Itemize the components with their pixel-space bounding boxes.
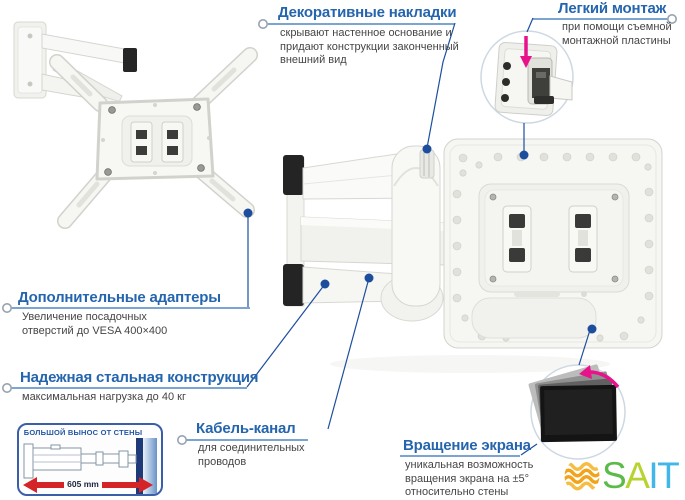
reach-diagram-title: БОЛЬШОЙ ВЫНОС ОТ СТЕНЫ (23, 428, 143, 437)
connector-lines (246, 17, 591, 456)
callout-easy-mount-description: при помощи съемной монтажной пластины (562, 21, 672, 47)
logo-letter-s: S (602, 455, 627, 496)
mount-detail-inset (480, 30, 574, 124)
callout-steel-description: максимальная нагрузка до 40 кг (22, 391, 186, 403)
logo-letter-a: A (625, 455, 650, 496)
callout-marker-circles (2, 14, 677, 445)
callout-steel-title: Надежная стальная конструкция (20, 369, 259, 386)
rotation-arrow-icon (579, 365, 620, 389)
callout-cable-description: для соединительных проводов (198, 442, 305, 468)
logo-letters-it: IT (648, 455, 679, 496)
logo-text: SAIT (602, 455, 680, 496)
callout-adapters-description: Увеличение посадочных отверстий до VESA … (22, 311, 168, 337)
reach-distance-label: 605 mm (19, 474, 147, 492)
callout-cable-title: Кабель-канал (196, 420, 296, 437)
callout-underlines (9, 18, 668, 457)
connector-dots (243, 144, 597, 334)
callout-decorative-description: скрывают настенное основание и придают к… (280, 27, 459, 66)
tv-rotation-inset (528, 364, 626, 460)
magenta-down-arrow-icon (520, 36, 532, 68)
callout-connectors (2, 14, 677, 457)
callout-easy-mount-title: Легкий монтаж (558, 0, 667, 17)
callout-rotation-title: Вращение экрана (403, 437, 531, 454)
callout-adapters-title: Дополнительные адаптеры (18, 289, 221, 306)
callout-decorative-title: Декоративные накладки (278, 4, 457, 21)
logo-wave-icon (564, 462, 600, 491)
wall-mount-extended-image (13, 21, 258, 229)
brand-logo: SAIT (562, 455, 680, 496)
callout-rotation-description: уникальная возможность вращения экрана н… (405, 459, 534, 498)
wall-mount-folded-image (283, 138, 663, 373)
reach-diagram-box: БОЛЬШОЙ ВЫНОС ОТ СТЕНЫ (17, 423, 163, 496)
